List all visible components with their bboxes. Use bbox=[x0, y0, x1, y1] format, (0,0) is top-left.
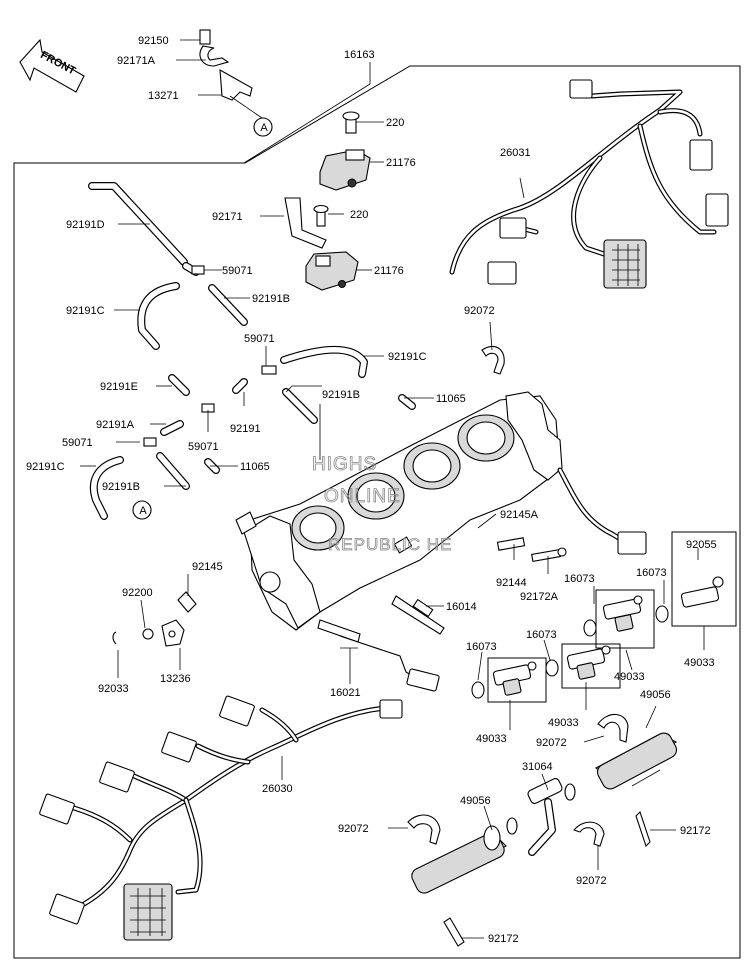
label-92191C-c: 92191C bbox=[26, 461, 65, 473]
label-92072-a: 92072 bbox=[464, 305, 495, 317]
label-16163: 16163 bbox=[344, 49, 375, 61]
label-21176-top: 21176 bbox=[386, 157, 416, 169]
label-16073-c: 16073 bbox=[526, 629, 557, 641]
clamp-92072-top bbox=[481, 346, 505, 375]
label-92191B-b: 92191B bbox=[322, 389, 360, 401]
fuel-rail-group bbox=[411, 732, 678, 947]
sensor-lead bbox=[557, 467, 647, 555]
label-92172-a: 92172 bbox=[680, 825, 711, 837]
label-59071-a: 59071 bbox=[222, 265, 253, 277]
label-13236: 13236 bbox=[160, 673, 191, 685]
label-92191C-b: 92191C bbox=[388, 351, 427, 363]
vacuum-hose-group bbox=[88, 182, 416, 520]
label-92172-b: 92172 bbox=[488, 933, 519, 945]
label-92150: 92150 bbox=[138, 35, 169, 47]
svg-text:HIGHS: HIGHS bbox=[312, 454, 377, 475]
svg-text:ONLINE: ONLINE bbox=[324, 486, 401, 507]
label-31064: 31064 bbox=[522, 761, 553, 773]
label-49056-a: 49056 bbox=[640, 689, 671, 701]
label-92033: 92033 bbox=[98, 683, 129, 695]
label-220-mid: 220 bbox=[350, 209, 368, 221]
label-49056-b: 49056 bbox=[460, 795, 491, 807]
label-49033-b: 49033 bbox=[684, 657, 715, 669]
svg-text:REPUBLIC HE: REPUBLIC HE bbox=[328, 535, 452, 554]
label-49033-c: 49033 bbox=[476, 733, 507, 745]
assembly-frame bbox=[13, 65, 741, 959]
label-92191A: 92191A bbox=[96, 419, 135, 431]
label-92055: 92055 bbox=[686, 539, 717, 551]
label-49033-a: 49033 bbox=[614, 671, 645, 683]
label-59071-c: 59071 bbox=[62, 437, 93, 449]
label-59071-d: 59071 bbox=[188, 441, 219, 453]
ref-marker-a-top-label: A bbox=[260, 122, 268, 134]
label-92072-c: 92072 bbox=[338, 823, 369, 835]
sub-harness-26031 bbox=[449, 79, 729, 289]
ref-marker-a-left-label: A bbox=[139, 505, 147, 517]
clamp-92072-mid bbox=[597, 713, 629, 743]
part-labels: 92150 92171A 13271 16163 220 21176 92191… bbox=[26, 35, 717, 945]
label-92191E: 92191E bbox=[100, 381, 138, 393]
throttle-sensor-group bbox=[112, 591, 445, 692]
label-26030: 26030 bbox=[262, 783, 293, 795]
label-26031: 26031 bbox=[500, 147, 531, 159]
ref-marker-a-top bbox=[253, 117, 273, 137]
label-92171: 92171 bbox=[212, 211, 243, 223]
label-16073-b: 16073 bbox=[636, 567, 667, 579]
label-59071-b: 59071 bbox=[244, 333, 275, 345]
label-92145A: 92145A bbox=[500, 509, 539, 521]
label-11065-b: 11065 bbox=[240, 461, 270, 473]
front-arrow-icon: FRONT bbox=[19, 38, 85, 93]
label-92191B-a: 92191B bbox=[252, 293, 290, 305]
label-49033-d: 49033 bbox=[548, 717, 579, 729]
clamp-92072-left bbox=[407, 814, 441, 845]
throttle-body-assembly bbox=[235, 391, 563, 631]
label-92145: 92145 bbox=[192, 561, 223, 573]
watermark: HIGHS ONLINE REPUBLIC HE bbox=[312, 454, 452, 555]
label-16073-d: 16073 bbox=[466, 641, 497, 653]
map-sensor-top bbox=[319, 111, 371, 191]
leader-lines bbox=[80, 39, 705, 939]
label-92191B-c: 92191B bbox=[102, 481, 140, 493]
map-sensor-mid bbox=[284, 197, 359, 291]
label-92171A: 92171A bbox=[117, 55, 156, 67]
label-92072-d: 92072 bbox=[576, 875, 607, 887]
label-16073-a: 16073 bbox=[564, 573, 595, 585]
label-16014: 16014 bbox=[446, 601, 477, 613]
label-92191C-a: 92191C bbox=[66, 305, 105, 317]
injector-group bbox=[471, 531, 737, 703]
label-11065-a: 11065 bbox=[436, 393, 466, 405]
main-harness-26030 bbox=[39, 695, 403, 941]
label-220-top: 220 bbox=[386, 117, 404, 129]
top-bracket-group bbox=[199, 29, 273, 137]
label-92200: 92200 bbox=[122, 587, 153, 599]
label-16021: 16021 bbox=[330, 687, 361, 699]
label-92172A: 92172A bbox=[520, 591, 559, 603]
label-92072-b: 92072 bbox=[536, 737, 567, 749]
label-21176-mid: 21176 bbox=[374, 265, 404, 277]
label-13271: 13271 bbox=[148, 90, 179, 102]
label-92191D: 92191D bbox=[66, 219, 105, 231]
label-92191: 92191 bbox=[230, 423, 261, 435]
adjust-screw-group bbox=[496, 537, 567, 563]
ref-marker-a-left bbox=[132, 500, 152, 520]
clamp-92072-right bbox=[573, 821, 605, 847]
label-92144: 92144 bbox=[496, 577, 527, 589]
